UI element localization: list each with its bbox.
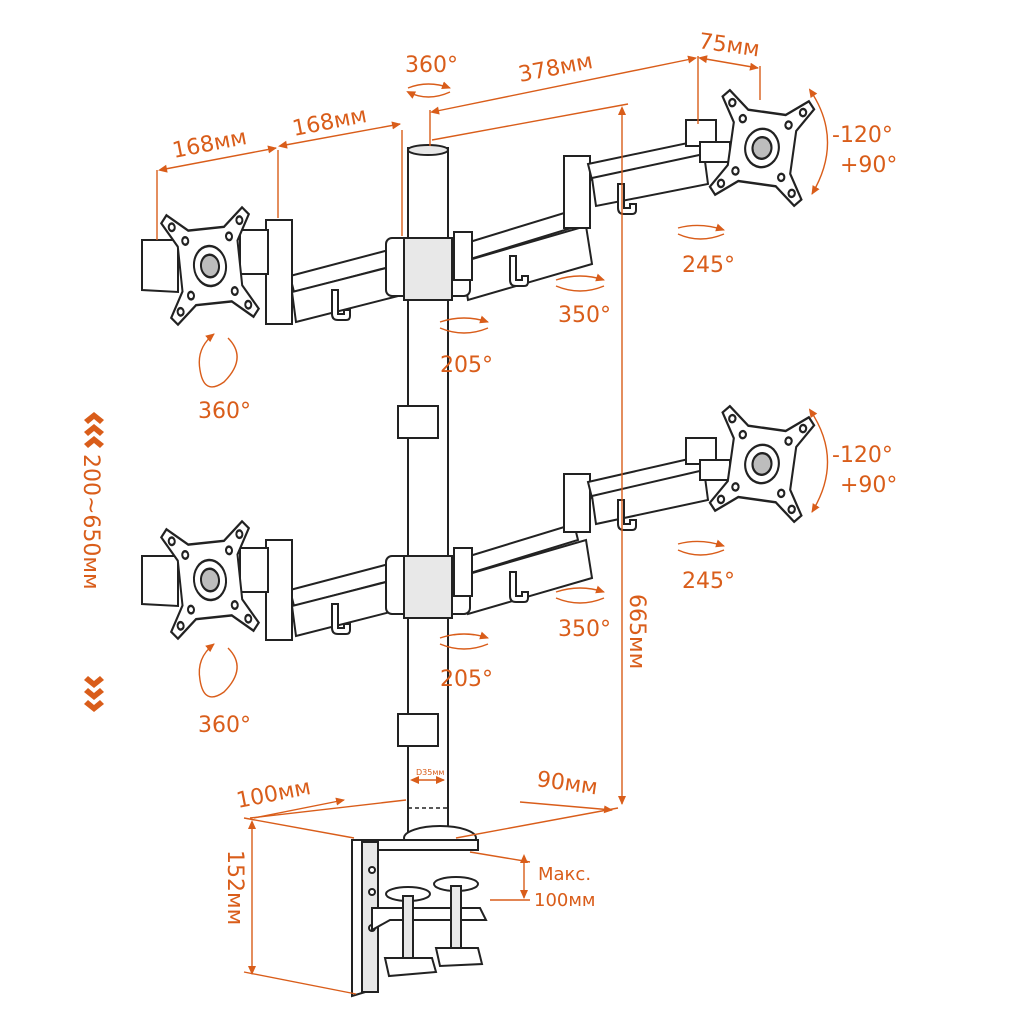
label-pole-height: 665мм bbox=[624, 594, 649, 669]
label-height-range: 200~650мм bbox=[78, 454, 103, 590]
label-base-right: 90мм bbox=[535, 767, 599, 800]
label-rot-left-bottom: 360° bbox=[198, 713, 251, 738]
label-left-arm-outer: 168мм bbox=[170, 125, 249, 164]
label-swivel-bottom: 245° bbox=[682, 569, 735, 594]
label-tilt-top: -120° bbox=[832, 123, 893, 148]
label-swivel-top: 245° bbox=[682, 253, 735, 278]
label-rot-left-top: 360° bbox=[198, 399, 251, 424]
dimension-lines bbox=[156, 55, 761, 995]
label-pole-bottom: 205° bbox=[440, 667, 493, 692]
label-arm-top: 350° bbox=[558, 303, 611, 328]
label-pole-diameter: D35мм bbox=[416, 768, 444, 777]
rotation-arrows bbox=[198, 81, 829, 698]
lower-arm-assembly bbox=[141, 404, 817, 641]
label-desk-max-a: Макс. bbox=[538, 864, 591, 885]
label-desk-max-b: 100мм bbox=[534, 890, 596, 911]
height-range-indicator bbox=[84, 412, 104, 712]
label-tilt-bottom: -120° bbox=[832, 443, 893, 468]
label-arm-bottom: 350° bbox=[558, 617, 611, 642]
label-offset-right: 75мм bbox=[697, 29, 761, 62]
label-reach-right: 378мм bbox=[516, 49, 595, 88]
label-rot-pole-top: 360° bbox=[405, 53, 458, 78]
label-tilt-top-b: +90° bbox=[840, 153, 897, 178]
label-pole-top: 205° bbox=[440, 353, 493, 378]
label-left-arm-inner: 168мм bbox=[290, 103, 369, 142]
label-clamp-height: 152мм bbox=[222, 850, 247, 925]
desk-clamp bbox=[351, 825, 488, 998]
label-tilt-bottom-b: +90° bbox=[840, 473, 897, 498]
